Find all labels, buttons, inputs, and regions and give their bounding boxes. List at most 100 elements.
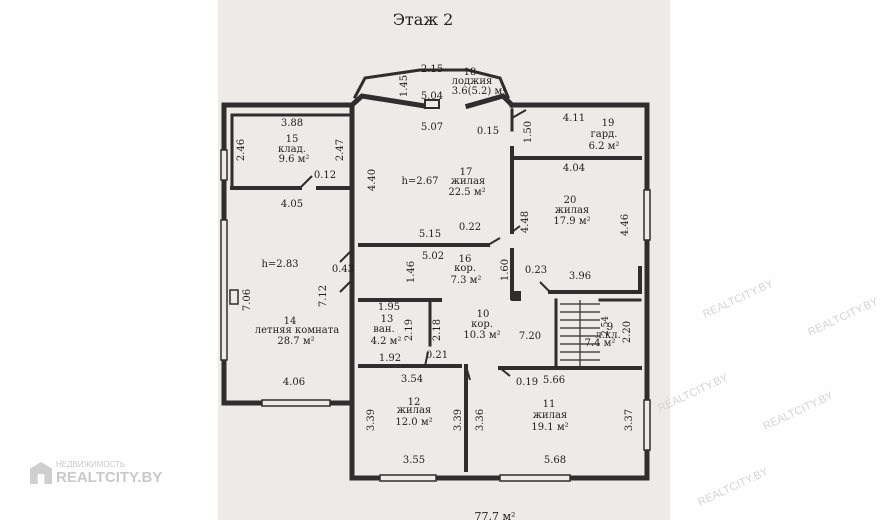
room-17-area: 22.5 м²	[448, 187, 485, 198]
window-pier	[229, 289, 239, 305]
dim: 4.46	[620, 214, 631, 236]
stair-wall	[554, 298, 642, 368]
room-12-area: 12.0 м²	[395, 417, 432, 428]
room-16-area: 7.3 м²	[451, 275, 482, 286]
dim: 4.11	[563, 113, 585, 124]
room-14-name: летняя комната	[255, 325, 339, 336]
wall-20-bottom	[548, 266, 642, 294]
room-20-area: 17.9 м²	[553, 216, 590, 227]
plan-sheet	[218, 0, 670, 520]
window	[220, 219, 228, 361]
watermark-text: REALTCITY.BY	[696, 465, 771, 508]
dim: 3.88	[281, 118, 303, 129]
window	[261, 399, 331, 407]
room-12-name: жилая	[397, 405, 432, 416]
door	[465, 365, 471, 381]
dim: 5.66	[543, 375, 565, 386]
dim: 3.39	[366, 409, 377, 431]
room-9-name: л.кл.	[595, 330, 620, 341]
window	[379, 474, 437, 482]
dim: 2.47	[335, 139, 346, 161]
door	[487, 237, 501, 246]
total-area: 77.7 м²	[475, 510, 516, 520]
room-17-number: 17	[460, 167, 473, 178]
watermark-text: REALTCITY.BY	[761, 389, 836, 432]
room-15-name: клад.	[278, 144, 306, 155]
room-15-number: 15	[286, 134, 299, 145]
dim: 2.54	[601, 316, 611, 336]
window	[643, 399, 651, 451]
room-17-name: жилая	[451, 176, 486, 187]
room-9-area: 7.4 м²	[585, 338, 616, 349]
room-17-height: h=2.67	[401, 176, 438, 187]
door	[511, 109, 527, 119]
dim: 0.12	[314, 170, 336, 181]
room-15-area: 9.6 м²	[279, 154, 310, 165]
windows	[220, 149, 651, 482]
dim: 3.39	[453, 409, 464, 431]
watermark-text: REALTCITY.BY	[656, 371, 731, 414]
dim: 4.05	[281, 199, 303, 210]
room-16-number: 16	[459, 254, 472, 265]
room-14-area: 28.7 м²	[277, 336, 314, 347]
room-18-area: 3.6(5.2) м²	[452, 86, 507, 97]
dim: 3.54	[401, 374, 423, 385]
window	[499, 474, 571, 482]
wall-15-inner	[230, 113, 354, 190]
dim: 0.21	[426, 350, 448, 361]
dim: 7.12	[318, 285, 329, 307]
room-20-name: жилая	[555, 205, 590, 216]
dim: 2.19	[404, 319, 415, 341]
room-19-name: гард.	[591, 129, 618, 140]
dim: 5.68	[544, 455, 566, 466]
dim: 4.06	[283, 377, 305, 388]
dim: 0.23	[525, 265, 547, 276]
door	[539, 281, 551, 293]
column	[511, 291, 521, 301]
room-13-area: 4.2 м²	[371, 336, 402, 347]
door	[511, 225, 521, 233]
door	[299, 175, 313, 189]
dim: 3.37	[624, 409, 635, 431]
dim: 3.36	[475, 409, 486, 431]
room-14-height: h=2.83	[261, 259, 298, 270]
watermark-repeat: REALTCITY.BY REALTCITY.BY REALTCITY.BY R…	[656, 277, 881, 508]
walls	[221, 68, 650, 481]
dim: 0.15	[477, 126, 499, 137]
outer-wall	[221, 93, 650, 481]
doors	[299, 99, 551, 381]
room-11-name: жилая	[533, 410, 568, 421]
room-14-number: 14	[284, 316, 297, 327]
dim: 5.04	[421, 91, 443, 102]
room-18-number: 18	[464, 67, 477, 78]
dim: 1.95	[378, 302, 400, 313]
room-19-number: 19	[602, 118, 615, 129]
room-19-area: 6.2 м²	[589, 141, 620, 152]
watermark-text: REALTCITY.BY	[806, 295, 881, 338]
room-11-area: 19.1 м²	[531, 422, 568, 433]
room-13-name: ван.	[373, 324, 394, 335]
dim: 2.46	[236, 139, 247, 161]
watermark-brand: REALTCITY.BY	[56, 469, 163, 486]
dim: 5.15	[419, 229, 441, 240]
room-13-number: 13	[381, 314, 394, 325]
door	[339, 279, 353, 293]
dim: 7.20	[519, 331, 541, 342]
dim: 2.15	[421, 64, 443, 75]
loggia-wall	[352, 68, 510, 100]
dim: 3.96	[569, 271, 591, 282]
door	[339, 249, 353, 263]
dim: 5.02	[422, 251, 444, 262]
room-10-number: 10	[477, 309, 490, 320]
window	[643, 189, 651, 241]
window	[220, 149, 228, 181]
dim: 1.92	[379, 353, 401, 364]
room-16-name: кор.	[454, 263, 476, 274]
dim: 3.55	[403, 455, 425, 466]
room-10-name: кор.	[471, 319, 493, 330]
watermark-text: REALTCITY.BY	[701, 277, 776, 320]
door	[424, 351, 429, 367]
floor-title: Этаж 2	[393, 10, 454, 29]
room-12-number: 12	[408, 397, 421, 408]
